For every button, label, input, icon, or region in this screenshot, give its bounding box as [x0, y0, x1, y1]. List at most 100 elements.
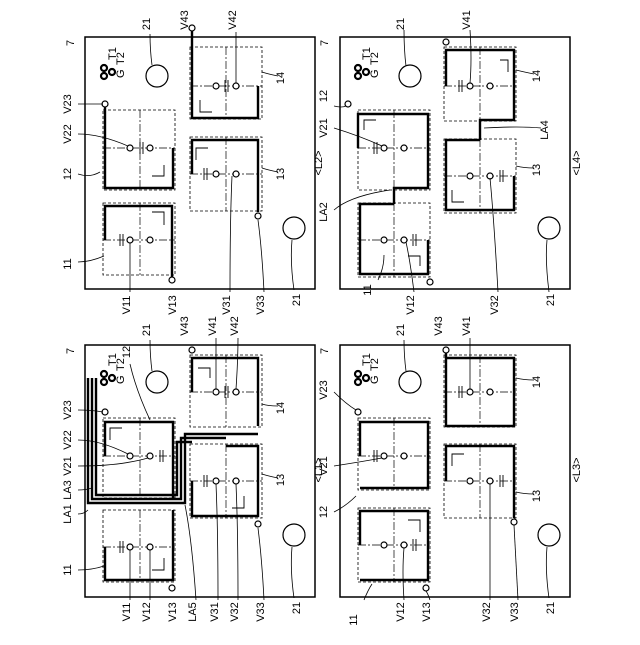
via-label: V23 — [62, 400, 74, 420]
via — [127, 237, 133, 243]
ref-label: G — [369, 375, 381, 384]
via — [487, 478, 493, 484]
terminal-t2 — [355, 379, 361, 385]
module-label: 14 — [275, 72, 287, 84]
leader — [258, 528, 264, 600]
arrow-mark — [196, 148, 208, 160]
via-v43 — [443, 347, 449, 353]
leader — [258, 220, 264, 292]
panel-l4: <L4> 7 21 21 G T2 T1 — [318, 10, 583, 315]
mounting-hole — [538, 524, 560, 546]
ref-label: 21 — [291, 602, 303, 614]
terminal-g — [101, 65, 107, 71]
ref-label: T1 — [361, 47, 373, 60]
via — [467, 173, 473, 179]
leader — [236, 484, 238, 600]
via — [233, 389, 239, 395]
via-label: V13 — [167, 295, 179, 315]
arrow-mark — [110, 428, 122, 440]
module-label: 11 — [62, 258, 74, 269]
arrow-mark — [452, 190, 464, 202]
via — [381, 542, 387, 548]
ref-label: 21 — [141, 18, 153, 30]
leader — [78, 566, 104, 570]
via — [401, 542, 407, 548]
ref-label: 7 — [319, 348, 331, 354]
via — [401, 453, 407, 459]
via — [427, 279, 433, 285]
leader — [514, 525, 518, 600]
panel-l1: <L1> 7 21 21 G T2 T1 — [62, 316, 325, 622]
ref-label: G — [115, 375, 127, 384]
module-label: 13 — [275, 474, 287, 486]
terminal-g — [355, 65, 361, 71]
via-label: V32 — [481, 602, 493, 622]
panel-l3: <L3> 7 21 21 G T2 T1 — [318, 316, 583, 626]
via-label: V11 — [121, 296, 133, 315]
arrow-mark — [200, 100, 212, 112]
via-label: V42 — [229, 316, 241, 336]
via-label: V31 — [209, 602, 221, 622]
via — [233, 478, 239, 484]
via-label: V13 — [167, 602, 179, 622]
via-v13 — [423, 585, 429, 591]
via — [487, 83, 493, 89]
via — [213, 389, 219, 395]
module-11 — [103, 510, 175, 582]
mounting-hole — [146, 371, 168, 393]
arrow-mark — [152, 165, 164, 176]
leader — [230, 176, 232, 292]
leader — [78, 172, 100, 176]
module-label: 14 — [531, 70, 543, 82]
ref-label: 7 — [319, 40, 331, 46]
leader — [403, 548, 404, 600]
trace — [105, 206, 172, 278]
via-label: V42 — [227, 10, 239, 30]
panel-title: <L4> — [571, 150, 583, 175]
leader — [470, 30, 471, 83]
module-label: 12 — [62, 168, 74, 180]
via — [147, 544, 153, 550]
via-label: V32 — [229, 602, 241, 622]
arrow-mark — [364, 120, 376, 130]
via-v33 — [255, 213, 261, 219]
mounting-hole — [399, 371, 421, 393]
via-label: V33 — [255, 295, 267, 315]
leader — [78, 510, 88, 514]
module-label: 13 — [531, 490, 543, 502]
leader — [406, 242, 414, 292]
via-label: V43 — [179, 10, 191, 30]
leader — [378, 255, 384, 280]
via-label: V11 — [121, 603, 133, 622]
via-v33 — [511, 519, 517, 525]
leader — [291, 547, 294, 598]
arrow-mark — [152, 212, 164, 225]
leader — [546, 547, 549, 598]
via-label: V33 — [509, 602, 521, 622]
ref-label: G — [115, 69, 127, 78]
via-v13 — [169, 277, 175, 283]
via-label: V21 — [318, 456, 330, 476]
via — [213, 83, 219, 89]
leader — [78, 256, 104, 262]
ref-label: T1 — [107, 353, 119, 366]
trace-label: LA3 — [62, 480, 74, 500]
trace — [358, 114, 428, 204]
leader — [484, 127, 541, 128]
ref-label: 21 — [395, 18, 407, 30]
module-label: 11 — [362, 284, 374, 295]
arrow-mark — [500, 60, 508, 72]
via — [443, 39, 449, 45]
via-label: V21 — [62, 456, 74, 476]
mounting-hole — [538, 217, 560, 239]
via-label: V23 — [62, 94, 74, 114]
panel-title: <L2> — [313, 150, 325, 175]
via — [401, 145, 407, 151]
via — [213, 171, 219, 177]
ref-label: 21 — [395, 324, 407, 336]
via — [467, 389, 473, 395]
via-label: V32 — [489, 295, 501, 315]
leader — [185, 505, 196, 600]
leader — [291, 240, 294, 290]
